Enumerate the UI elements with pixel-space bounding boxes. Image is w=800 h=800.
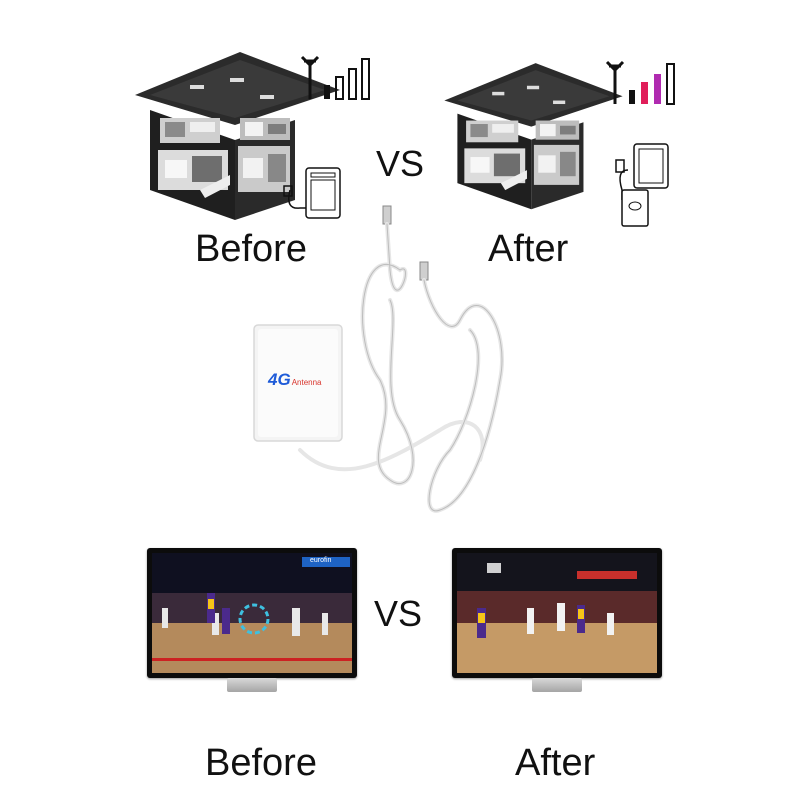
before-label-top: Before <box>195 228 307 270</box>
after-label-bottom: After <box>515 742 596 784</box>
vs-label-bottom: VS <box>374 593 423 634</box>
signal-weak-icon <box>300 55 370 100</box>
antenna-brand-text: 4G <box>268 370 291 389</box>
router-icon <box>283 167 341 219</box>
antenna-sub-text: Antenna <box>291 378 322 387</box>
house-after-illustration <box>444 63 623 210</box>
tv-after <box>452 548 662 692</box>
tv-before-screen: eurofin <box>152 553 352 673</box>
before-label-bottom: Before <box>205 742 317 784</box>
signal-strong-icon <box>605 60 675 105</box>
antenna-cable-illustration <box>253 205 504 513</box>
antenna-logo: 4G Antenna <box>268 370 322 390</box>
tv-before: eurofin <box>147 548 357 692</box>
vs-label-top: VS <box>376 143 425 184</box>
house-before-illustration <box>135 52 340 220</box>
router-with-antenna-icon <box>615 143 669 227</box>
basketball-scene-clear <box>457 553 657 673</box>
after-label-top: After <box>488 228 569 270</box>
tv-brand-strip: eurofin <box>310 557 332 564</box>
basketball-scene-blurry <box>152 553 352 673</box>
tv-after-screen <box>457 553 657 673</box>
tv-after-stand <box>532 678 582 692</box>
tv-before-stand <box>227 678 277 692</box>
